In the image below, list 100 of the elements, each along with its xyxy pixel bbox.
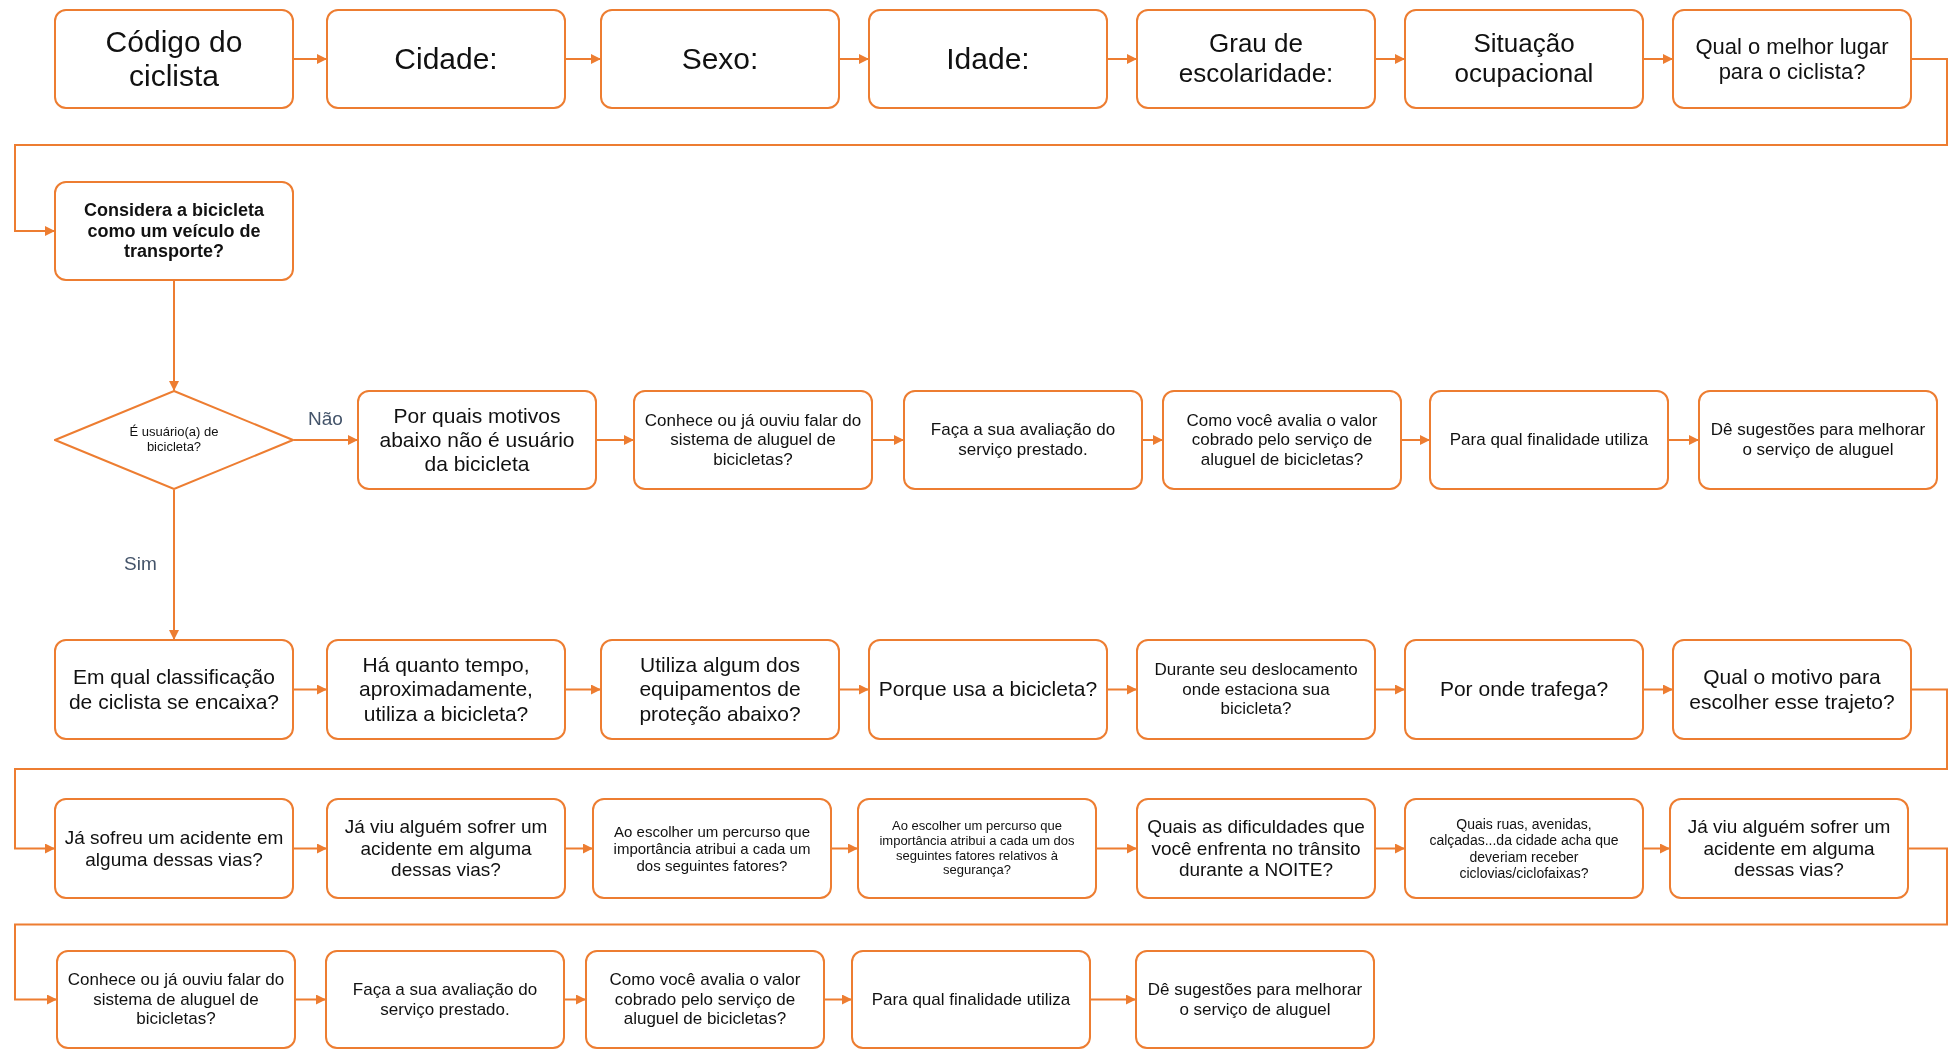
process-box <box>1429 390 1669 490</box>
arrow <box>872 435 904 445</box>
process-box <box>868 639 1108 740</box>
arrow <box>565 843 593 854</box>
question-text: Utiliza algum dos equipamentos de proteção abaixo? <box>638 653 802 726</box>
question-text: Já viu alguém sofrer um acidente em alguma dessas vias? <box>343 815 549 882</box>
process-box <box>54 181 294 281</box>
question-text: Qual o motivo para escolher esse trajeto? <box>1688 665 1896 714</box>
arrow <box>14 688 1948 854</box>
arrow <box>14 847 1948 1005</box>
question-text: Ao escolher um percurso que importância atribui a cada um dos seguintes fatores? <box>612 822 812 875</box>
arrow <box>293 843 327 854</box>
question-text: Conhece ou já ouviu falar do sistema de aluguel de bicicletas? <box>643 410 863 470</box>
process-box <box>1136 9 1376 109</box>
arrow <box>1090 994 1136 1005</box>
arrow <box>1643 54 1673 64</box>
process-box <box>326 639 566 740</box>
arrow <box>564 994 586 1005</box>
question-text: Por quais motivos abaixo não é usuário da bicicleta <box>378 403 576 477</box>
process-box <box>54 798 294 899</box>
arrow <box>1096 843 1137 854</box>
arrow <box>293 435 358 445</box>
process-box <box>56 950 296 1049</box>
arrow <box>839 684 869 695</box>
process-box <box>1404 9 1644 109</box>
question-text: Há quanto tempo, aproximadamente, utiliza a bicicleta? <box>358 653 534 726</box>
process-box <box>325 950 565 1049</box>
process-box <box>1136 639 1376 740</box>
process-box <box>326 798 566 899</box>
arrow <box>169 280 179 391</box>
arrow <box>1401 435 1430 445</box>
question-text: Em qual classificação de ciclista se encaixa? <box>67 665 281 714</box>
process-box <box>1669 798 1909 899</box>
process-box <box>54 9 294 109</box>
question-text: Quais ruas, avenidas, calçadas...da cidade acha que deveriam receber ciclovias/ciclofaixas? <box>1428 816 1620 881</box>
arrow <box>831 843 858 854</box>
process-box <box>585 950 825 1049</box>
arrow <box>839 54 869 64</box>
arrow <box>295 994 326 1005</box>
question-text: Idade: <box>946 41 1030 77</box>
arrow <box>565 684 601 695</box>
question-text: Porque usa a bicicleta? <box>878 677 1098 702</box>
question-text: Sexo: <box>681 41 759 77</box>
process-box <box>1404 639 1644 740</box>
process-box <box>1136 798 1376 899</box>
arrow <box>565 54 601 64</box>
arrow <box>169 489 179 640</box>
question-text: Código do ciclista <box>104 24 244 94</box>
question-text: Faça a sua avaliação do serviço prestado. <box>351 979 539 1020</box>
question-text: Dê sugestões para melhorar o serviço de aluguel <box>1709 420 1927 460</box>
arrow <box>824 994 852 1005</box>
arrow <box>1107 54 1137 64</box>
decision-diamond <box>54 390 294 490</box>
question-text: Já sofreu um acidente em alguma dessas vias? <box>64 826 284 871</box>
question-text: Durante seu deslocamento onde estaciona sua bicicleta? <box>1153 660 1359 719</box>
arrow <box>14 58 1948 236</box>
question-text: É usuário(a) de bicicleta? <box>128 425 220 455</box>
process-box <box>633 390 873 490</box>
question-text: Por onde trafega? <box>1439 677 1609 702</box>
process-box <box>1672 9 1912 109</box>
process-box <box>592 798 832 899</box>
arrow <box>1107 684 1137 695</box>
question-text: Para qual finalidade utiliza <box>871 989 1071 1010</box>
question-text: Grau de escolaridade: <box>1177 29 1335 89</box>
process-box <box>600 639 840 740</box>
process-box <box>1672 639 1912 740</box>
arrow <box>1668 435 1699 445</box>
process-box <box>903 390 1143 490</box>
arrow <box>293 54 327 64</box>
question-text: Já viu alguém sofrer um acidente em alguma dessas vias? <box>1686 815 1892 882</box>
arrow <box>293 684 327 695</box>
question-text: Qual o melhor lugar para o ciclista? <box>1694 33 1890 85</box>
arrow <box>1375 843 1405 854</box>
arrow <box>1643 843 1670 854</box>
process-box <box>1162 390 1402 490</box>
question-text: Conhece ou já ouviu falar do sistema de aluguel de bicicletas? <box>66 970 286 1029</box>
question-text: Dê sugestões para melhorar o serviço de aluguel <box>1146 979 1364 1020</box>
question-text: Considera a bicicleta como um veículo de transporte? <box>82 199 266 263</box>
question-text: Para qual finalidade utiliza <box>1449 430 1649 450</box>
question-text: Como você avalia o valor cobrado pelo serviço de aluguel de bicicletas? <box>608 970 802 1029</box>
process-box <box>326 9 566 109</box>
process-box <box>851 950 1091 1049</box>
question-text: Situação ocupacional <box>1453 29 1595 89</box>
question-text: Como você avalia o valor cobrado pelo serviço de aluguel de bicicletas? <box>1185 410 1379 470</box>
process-box <box>857 798 1097 899</box>
process-box <box>1135 950 1375 1049</box>
process-box <box>1404 798 1644 899</box>
process-box <box>357 390 597 490</box>
question-text: Ao escolher um percurso que importância atribui a cada um dos seguintes fatores relativos à segurança? <box>878 818 1076 879</box>
process-box <box>600 9 840 109</box>
question-text: Quais as dificuldades que você enfrenta no trânsito durante a NOITE? <box>1146 815 1366 882</box>
arrow <box>1375 54 1405 64</box>
process-box <box>1698 390 1938 490</box>
arrow <box>1643 684 1673 695</box>
arrow <box>596 435 634 445</box>
arrow <box>1375 684 1405 695</box>
question-text: Faça a sua avaliação do serviço prestado. <box>929 420 1117 460</box>
question-text: Cidade: <box>394 41 498 77</box>
process-box <box>868 9 1108 109</box>
arrow <box>1142 435 1163 445</box>
